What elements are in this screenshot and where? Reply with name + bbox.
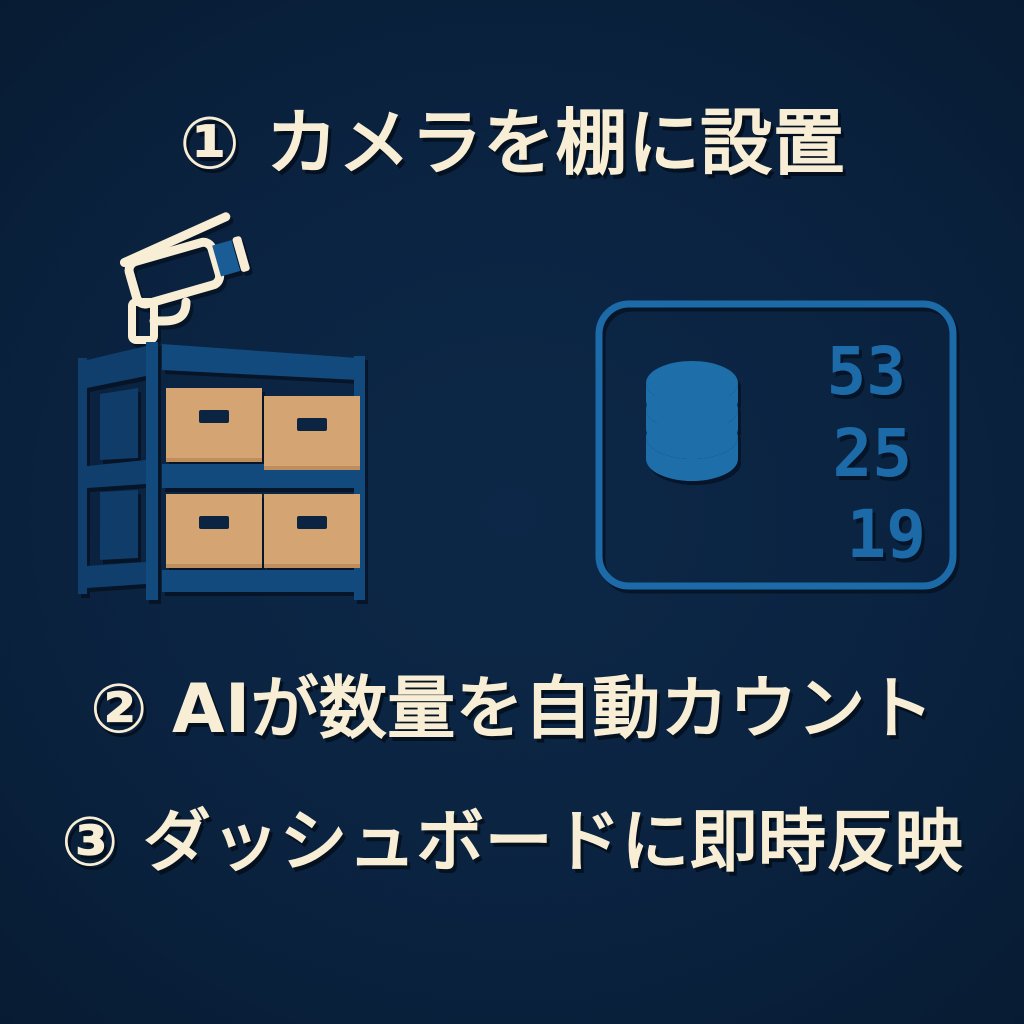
- dashboard-count-3: 19: [847, 496, 926, 573]
- camera-body: [124, 237, 225, 309]
- camera-wall-bracket: [128, 298, 158, 344]
- warehouse-shelf-icon: [70, 332, 382, 604]
- step-3-headline: ③ ダッシュボードに即時反映: [60, 803, 963, 882]
- camera-lens-ring: [232, 236, 250, 272]
- shelf-box: [166, 494, 262, 568]
- step-2-headline: ② AIが数量を自動カウント: [90, 670, 934, 749]
- shelf-side-frame: [78, 346, 146, 594]
- dashboard-count-1: 53: [827, 333, 906, 410]
- step-1-headline: ① カメラを棚に設置: [179, 101, 845, 185]
- shelf-box: [166, 388, 262, 462]
- shelf-box: [264, 396, 360, 470]
- security-camera-icon: [119, 212, 292, 344]
- dashboard-count-2: 25: [833, 415, 912, 492]
- dashboard-panel-icon: 53 25 19: [594, 299, 958, 591]
- camera-mount-arm: [149, 297, 191, 326]
- shelf-rail-top: [162, 344, 358, 380]
- shelf-box: [264, 494, 360, 568]
- dashboard-panel-border: [595, 300, 957, 590]
- shelf-rail-bottom: [162, 570, 358, 592]
- database-stack-icon: [646, 361, 738, 481]
- camera-lens: [212, 240, 241, 277]
- camera-hood: [119, 212, 231, 268]
